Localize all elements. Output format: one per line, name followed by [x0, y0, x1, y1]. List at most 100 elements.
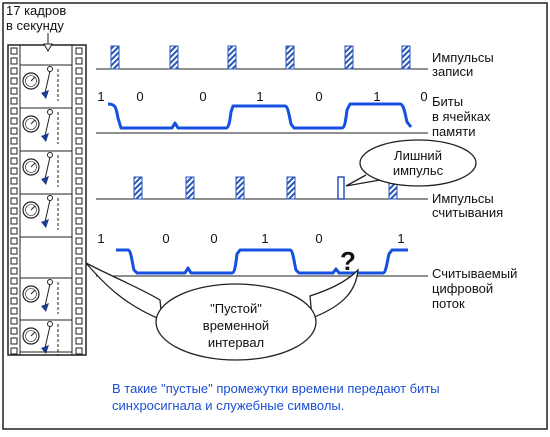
question-mark: ?: [340, 246, 356, 276]
svg-text:цифровой: цифровой: [432, 281, 493, 296]
read-pulse: [235, 176, 245, 200]
cell-bits-label: Биты в ячейках памяти: [432, 94, 491, 139]
sprocket-hole: [10, 287, 18, 295]
write-pulse: [227, 45, 237, 70]
sprocket-hole: [75, 297, 83, 305]
sprocket-hole: [10, 67, 18, 75]
sprocket-hole: [75, 87, 83, 95]
sprocket-hole: [10, 57, 18, 65]
write-pulses: [110, 45, 411, 70]
sprocket-hole: [75, 187, 83, 195]
svg-text:Лишний: Лишний: [394, 148, 442, 163]
svg-text:Импульсы: Импульсы: [432, 50, 494, 65]
memory-bit: 1: [97, 89, 104, 104]
sprocket-hole: [10, 297, 18, 305]
svg-text:записи: записи: [432, 64, 473, 79]
sprocket-hole: [10, 247, 18, 255]
sprocket-hole: [10, 157, 18, 165]
svg-text:памяти: памяти: [432, 124, 475, 139]
sprocket-hole: [75, 227, 83, 235]
read-pulse: [185, 176, 195, 200]
sprocket-hole: [10, 207, 18, 215]
sprocket-hole: [75, 287, 83, 295]
read-pulses-label: Импульсы считывания: [432, 191, 503, 220]
sprocket-hole: [75, 337, 83, 345]
sprocket-hole: [10, 307, 18, 315]
write-pulse: [110, 45, 120, 70]
sprocket-hole: [10, 97, 18, 105]
sprocket-hole: [75, 197, 83, 205]
write-pulse: [344, 45, 354, 70]
memory-bit: 0: [315, 89, 322, 104]
sprocket-hole: [75, 107, 83, 115]
empty-interval-callout: "Пустой" временной интервал: [85, 262, 359, 361]
svg-text:Биты: Биты: [432, 94, 463, 109]
film-caption-line2: в секунду: [6, 18, 64, 33]
svg-text:Импульсы: Импульсы: [432, 191, 494, 206]
stopwatch-icon: [22, 201, 40, 219]
pendulum-icon: [41, 195, 59, 230]
frame-arrow-icon: [43, 33, 53, 53]
pendulum-icon: [41, 66, 59, 101]
svg-text:поток: поток: [432, 296, 465, 311]
sprocket-hole: [75, 157, 83, 165]
sprocket-hole: [10, 107, 18, 115]
read-pulses: [133, 176, 398, 200]
pendulum-icon: [41, 109, 59, 144]
svg-text:считывания: считывания: [432, 205, 503, 220]
sprocket-hole: [75, 237, 83, 245]
sprocket-hole: [75, 177, 83, 185]
sprocket-hole: [10, 187, 18, 195]
sprocket-hole: [75, 327, 83, 335]
read-stream-signal: [116, 248, 408, 275]
stopwatch-icon: [22, 285, 40, 303]
read-bit: 0: [162, 231, 169, 246]
sprocket-hole: [75, 137, 83, 145]
sprocket-hole: [75, 347, 83, 355]
footer-line1: В такие "пустые" промежутки времени пере…: [112, 381, 440, 396]
svg-text:"Пустой": "Пустой": [210, 301, 262, 316]
read-stream-label: Считываемый цифровой поток: [432, 266, 517, 311]
sprocket-hole: [75, 217, 83, 225]
memory-bit: 0: [136, 89, 143, 104]
sprocket-hole: [75, 47, 83, 55]
read-bit: 0: [315, 231, 322, 246]
write-pulse: [401, 45, 411, 70]
sprocket-hole: [10, 137, 18, 145]
sprocket-hole: [10, 197, 18, 205]
sprocket-hole: [75, 267, 83, 275]
sprocket-hole: [75, 207, 83, 215]
read-pulse: [286, 176, 296, 200]
sprocket-hole: [75, 77, 83, 85]
memory-bit: 0: [420, 89, 427, 104]
write-pulse: [285, 45, 295, 70]
sprocket-hole: [10, 227, 18, 235]
pendulum-icon: [41, 279, 59, 314]
sprocket-hole: [75, 317, 83, 325]
stopwatch-icon: [22, 327, 40, 345]
extra-read-pulse: [337, 176, 345, 200]
stopwatch-icon: [22, 115, 40, 133]
read-bit: 1: [97, 231, 104, 246]
sprocket-hole: [10, 317, 18, 325]
footer-line2: синхросигнала и служебные символы.: [112, 398, 344, 413]
sprocket-hole: [10, 347, 18, 355]
sprocket-hole: [10, 337, 18, 345]
sprocket-hole: [10, 77, 18, 85]
svg-text:импульс: импульс: [393, 163, 444, 178]
read-bit: 0: [210, 231, 217, 246]
sprocket-hole: [10, 167, 18, 175]
sprocket-hole: [10, 217, 18, 225]
memory-bit: 0: [199, 89, 206, 104]
sprocket-hole: [10, 277, 18, 285]
sprocket-hole: [75, 147, 83, 155]
read-pulse: [133, 176, 143, 200]
stopwatch-icon: [22, 158, 40, 176]
write-pulse: [169, 45, 179, 70]
svg-text:временной: временной: [203, 318, 269, 333]
write-pulses-label: Импульсы записи: [432, 50, 494, 79]
sprocket-hole: [75, 277, 83, 285]
